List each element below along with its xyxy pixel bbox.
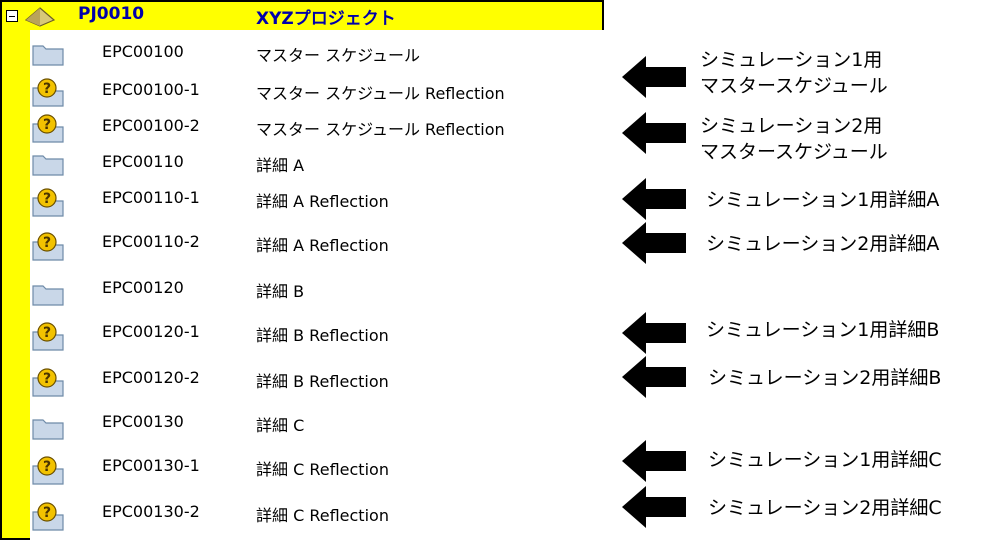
row-code: EPC00120 bbox=[102, 278, 184, 297]
reflection-folder-icon: ? bbox=[32, 78, 64, 107]
row-desc: 詳細 B Reflection bbox=[256, 326, 389, 345]
annotation-line: シミュレーション1用詳細A bbox=[706, 189, 940, 211]
svg-text:?: ? bbox=[43, 117, 51, 133]
arrow-left-icon bbox=[622, 356, 686, 398]
annotation-column: シミュレーション1用 マスタースケジュール シミュレーション2用 マスタースケジ… bbox=[620, 0, 1000, 542]
annotation-line: シミュレーション2用詳細A bbox=[706, 233, 940, 255]
tree-row[interactable]: EPC00120 詳細 B bbox=[30, 272, 604, 308]
reflection-folder-icon: ? bbox=[32, 456, 64, 485]
reflection-folder-icon: ? bbox=[32, 502, 64, 531]
tree-row[interactable]: ? EPC00130-2 詳細 C Reflection bbox=[30, 496, 604, 532]
arrow-left-icon bbox=[622, 312, 686, 354]
arrow-left-icon bbox=[622, 486, 686, 528]
row-desc: 詳細 C bbox=[256, 416, 305, 435]
row-code: EPC00120-2 bbox=[102, 368, 200, 387]
folder-icon bbox=[32, 155, 64, 176]
arrow-left-icon bbox=[622, 440, 686, 482]
annotation: シミュレーション1用 マスタースケジュール bbox=[620, 46, 1000, 106]
svg-text:?: ? bbox=[43, 459, 51, 475]
tree-row[interactable]: ? EPC00100-2 マスター スケジュール Reflection bbox=[30, 108, 604, 144]
tree-row[interactable]: EPC00130 詳細 C bbox=[30, 406, 604, 442]
annotation-line: シミュレーション2用 bbox=[700, 115, 883, 137]
annotation: シミュレーション1用詳細C bbox=[620, 440, 1000, 500]
row-code: EPC00100 bbox=[102, 42, 184, 61]
row-code: EPC00100-2 bbox=[102, 116, 200, 135]
svg-text:?: ? bbox=[43, 235, 51, 251]
row-desc: 詳細 A Reflection bbox=[256, 192, 389, 211]
row-desc: マスター スケジュール Reflection bbox=[256, 84, 505, 103]
annotation-line: シミュレーション2用詳細B bbox=[708, 367, 942, 389]
project-tree: PJ0010 XYZプロジェクト EPC00100 マスター スケジュール ? … bbox=[0, 0, 604, 540]
tree-row[interactable]: ? EPC00110-2 詳細 A Reflection bbox=[30, 226, 604, 262]
annotation-line: シミュレーション1用詳細B bbox=[706, 319, 940, 341]
row-desc: 詳細 A bbox=[256, 156, 305, 175]
svg-text:?: ? bbox=[43, 325, 51, 341]
reflection-folder-icon: ? bbox=[32, 114, 64, 143]
row-code: EPC00120-1 bbox=[102, 322, 200, 341]
arrow-left-icon bbox=[622, 178, 686, 220]
row-desc: 詳細 B bbox=[256, 282, 305, 301]
row-code: EPC00130-1 bbox=[102, 456, 200, 475]
svg-text:?: ? bbox=[43, 505, 51, 521]
row-code: EPC00130 bbox=[102, 412, 184, 431]
annotation-line: シミュレーション1用 bbox=[700, 49, 883, 71]
tree-row[interactable]: ? EPC00120-2 詳細 B Reflection bbox=[30, 362, 604, 398]
annotation-line: マスタースケジュール bbox=[700, 141, 888, 163]
project-name[interactable]: XYZプロジェクト bbox=[256, 9, 396, 29]
arrow-left-icon bbox=[622, 222, 686, 264]
tree-row[interactable]: ? EPC00110-1 詳細 A Reflection bbox=[30, 182, 604, 218]
reflection-folder-icon: ? bbox=[32, 368, 64, 397]
row-desc: 詳細 B Reflection bbox=[256, 372, 389, 391]
folder-icon bbox=[32, 419, 64, 440]
reflection-folder-icon: ? bbox=[32, 232, 64, 261]
reflection-folder-icon: ? bbox=[32, 188, 64, 217]
tree-children: EPC00100 マスター スケジュール ? EPC00100-1 マスター ス… bbox=[30, 30, 604, 540]
tree-row[interactable]: EPC00100 マスター スケジュール bbox=[30, 36, 604, 72]
annotation-line: シミュレーション2用詳細C bbox=[708, 497, 942, 519]
annotation: シミュレーション1用詳細B bbox=[620, 312, 1000, 372]
arrow-left-icon bbox=[622, 112, 686, 154]
tree-row[interactable]: ? EPC00120-1 詳細 B Reflection bbox=[30, 316, 604, 352]
row-code: EPC00110-1 bbox=[102, 188, 200, 207]
row-desc: 詳細 C Reflection bbox=[256, 506, 389, 525]
row-desc: 詳細 C Reflection bbox=[256, 460, 389, 479]
annotation: シミュレーション2用 マスタースケジュール bbox=[620, 112, 1000, 172]
tree-row[interactable]: EPC00110 詳細 A bbox=[30, 146, 604, 182]
folder-icon bbox=[32, 285, 64, 306]
arrow-left-icon bbox=[622, 56, 686, 98]
svg-text:?: ? bbox=[43, 191, 51, 207]
tree-row[interactable]: ? EPC00130-1 詳細 C Reflection bbox=[30, 450, 604, 486]
svg-text:?: ? bbox=[43, 81, 51, 97]
row-code: EPC00110 bbox=[102, 152, 184, 171]
project-pyramid-icon bbox=[24, 7, 56, 27]
svg-text:?: ? bbox=[43, 371, 51, 387]
project-code[interactable]: PJ0010 bbox=[78, 4, 145, 24]
annotation: シミュレーション2用詳細B bbox=[620, 356, 1000, 416]
row-desc: マスター スケジュール Reflection bbox=[256, 120, 505, 139]
row-desc: 詳細 A Reflection bbox=[256, 236, 389, 255]
folder-icon bbox=[32, 45, 64, 66]
annotation: シミュレーション2用詳細C bbox=[620, 486, 1000, 546]
project-node[interactable]: PJ0010 XYZプロジェクト bbox=[2, 2, 602, 30]
row-code: EPC00110-2 bbox=[102, 232, 200, 251]
tree-row[interactable]: ? EPC00100-1 マスター スケジュール Reflection bbox=[30, 72, 604, 108]
row-code: EPC00130-2 bbox=[102, 502, 200, 521]
reflection-folder-icon: ? bbox=[32, 322, 64, 351]
annotation-line: シミュレーション1用詳細C bbox=[708, 449, 942, 471]
annotation-line: マスタースケジュール bbox=[700, 75, 888, 97]
annotation: シミュレーション1用詳細A bbox=[620, 178, 1000, 238]
row-code: EPC00100-1 bbox=[102, 80, 200, 99]
collapse-icon[interactable] bbox=[6, 10, 18, 22]
row-desc: マスター スケジュール bbox=[256, 46, 420, 65]
annotation: シミュレーション2用詳細A bbox=[620, 222, 1000, 282]
